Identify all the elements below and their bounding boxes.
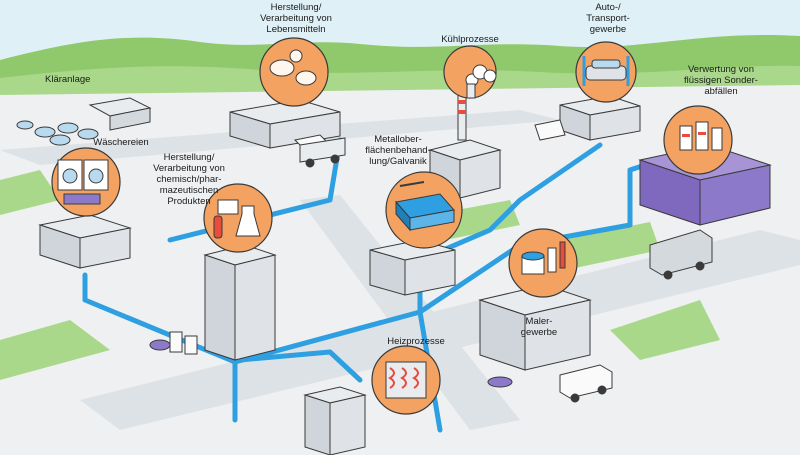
paint-bucket-icon xyxy=(508,228,578,298)
lab-equipment-icon xyxy=(203,183,273,253)
heater-icon xyxy=(371,345,441,415)
label-maler: Maler- gewerbe xyxy=(520,316,558,338)
label-chemie: Herstellung/ Verarbeitung von chemisch/p… xyxy=(153,152,225,207)
label-sonderabfaelle: Verwertung von flüssigen Sonder- abfälle… xyxy=(684,64,758,97)
barrels-icon xyxy=(663,105,733,175)
label-heizprozesse: Heizprozesse xyxy=(387,336,445,347)
label-kuehlprozesse: Kühlprozesse xyxy=(441,34,499,45)
steam-icon xyxy=(443,45,497,99)
pipe xyxy=(232,222,633,365)
heating-building xyxy=(303,386,367,455)
pipe xyxy=(237,349,363,383)
transport-depot xyxy=(534,95,641,141)
food-factory xyxy=(229,99,346,168)
label-klaeranlage: Kläranlage xyxy=(45,74,91,85)
label-galvanik: Metallober- flächenbehand- lung/Galvanik xyxy=(365,134,431,167)
label-transport: Auto-/ Transport- gewerbe xyxy=(586,2,630,35)
car-wash-icon xyxy=(575,41,637,103)
grass-patch xyxy=(610,300,720,360)
grass-patch xyxy=(0,320,110,380)
painter-building xyxy=(478,284,613,403)
label-waeschereien: Wäschereien xyxy=(93,137,149,148)
grass-patch xyxy=(0,170,60,215)
grass-patch xyxy=(560,222,660,268)
sewage-plant xyxy=(16,97,152,146)
laundry-building xyxy=(38,214,132,269)
plating-tank-icon xyxy=(385,171,463,249)
washing-machine-icon xyxy=(51,147,121,217)
pipe xyxy=(82,272,238,423)
label-lebensmittel: Herstellung/ Verarbeitung von Lebensmitt… xyxy=(260,2,332,35)
plating-building xyxy=(369,239,456,296)
food-icon xyxy=(259,37,329,107)
chemical-plant xyxy=(149,244,277,361)
